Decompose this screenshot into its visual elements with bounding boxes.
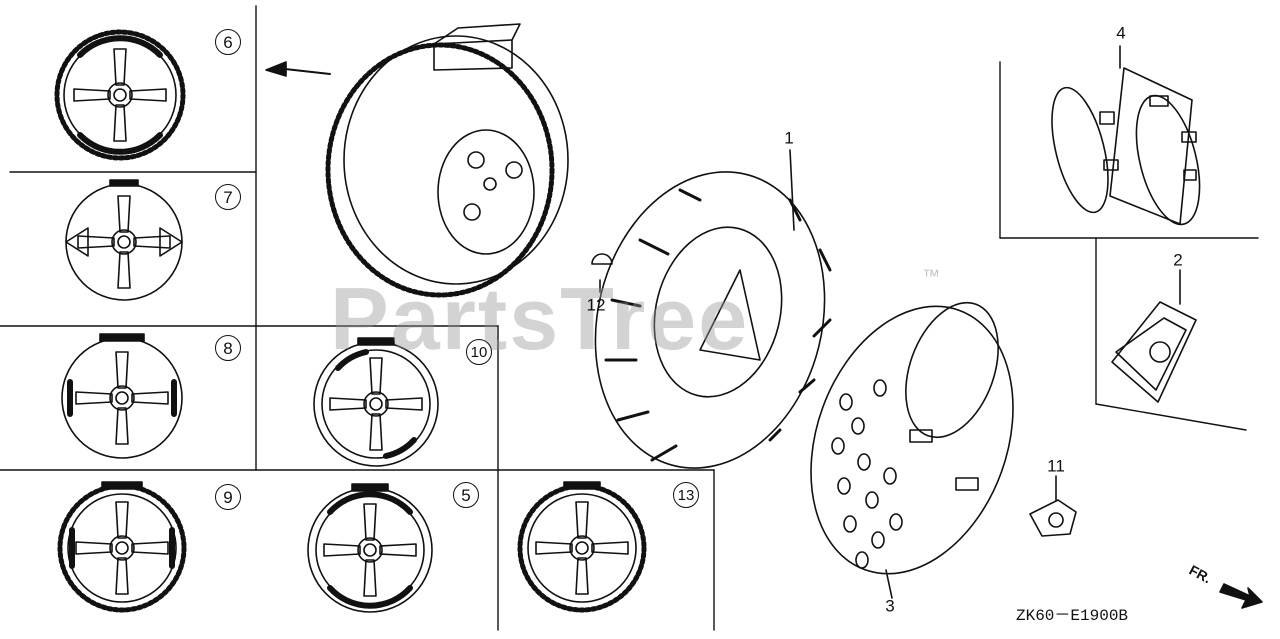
trademark-symbol: ™ (922, 266, 940, 286)
flange-nut (1029, 475, 1077, 537)
flywheel-variant-7 (65, 179, 183, 301)
watermark: PartsTree (330, 269, 750, 368)
starter-cup (1051, 45, 1201, 226)
callout-3[interactable]: 3 (885, 596, 895, 616)
flywheel-variant-10 (313, 337, 439, 467)
panel-dividers (0, 5, 1259, 631)
woodruff-key (591, 253, 613, 293)
diagram-code: ZK60－E1900B (1016, 607, 1129, 625)
flywheel-variant-13 (517, 481, 647, 613)
callout-4[interactable]: 4 (1116, 23, 1126, 43)
starter-pulley (810, 301, 1014, 599)
flywheel-variant-6 (54, 29, 186, 161)
callout-13[interactable]: 13 (673, 482, 699, 508)
callout-11[interactable]: 11 (1047, 456, 1065, 476)
callout-2[interactable]: 2 (1173, 250, 1183, 270)
callout-9[interactable]: 9 (215, 484, 241, 510)
flywheel-variant-5 (307, 483, 433, 613)
callout-6[interactable]: 6 (215, 29, 241, 55)
callout-12[interactable]: 12 (586, 295, 606, 315)
callout-7[interactable]: 7 (215, 184, 241, 210)
front-arrow (1219, 583, 1263, 609)
main-flywheel (265, 23, 569, 298)
flywheel-variant-8 (61, 333, 183, 459)
callout-5[interactable]: 5 (453, 482, 479, 508)
mounting-plate (1111, 269, 1197, 403)
callout-8[interactable]: 8 (215, 335, 241, 361)
flywheel-variant-9 (57, 481, 187, 613)
callout-1[interactable]: 1 (784, 128, 794, 148)
callout-10[interactable]: 10 (466, 339, 492, 365)
leader-1 (789, 149, 795, 231)
cooling-fan (594, 171, 832, 469)
